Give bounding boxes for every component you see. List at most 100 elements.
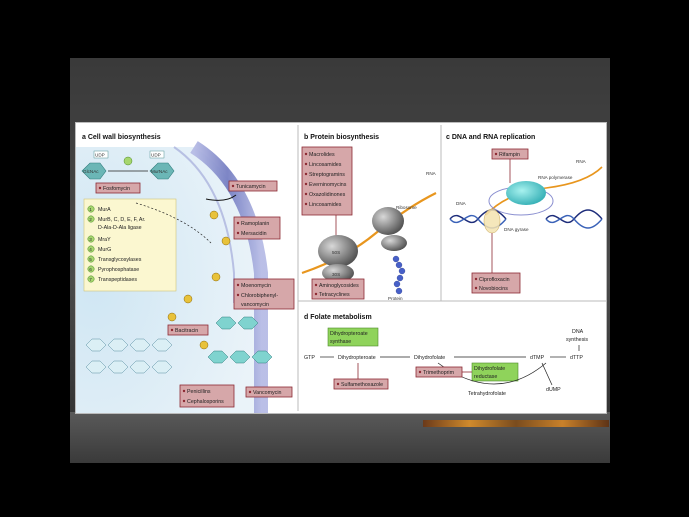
rna-transcript xyxy=(485,166,603,216)
enzyme-dhps: Dihydropteroate synthase xyxy=(327,327,379,347)
dna-gyrase xyxy=(483,208,501,234)
inhibitors-protein-top: Macrolides Lincosamides Streptogramins E… xyxy=(301,146,353,216)
udp-murnac: MurNAc UDP xyxy=(149,150,175,180)
figure-panel: a Cell wall biosynthesis 1 MurA 2 MurB, C,… xyxy=(75,122,607,414)
enzyme-dhfr: Dihydrofolate reductase xyxy=(471,362,519,382)
panel-c: c DNA and RNA replication Rifampin RNA R… xyxy=(446,134,603,294)
panel-c-title: c DNA and RNA replication xyxy=(446,134,535,141)
rna-label-c: RNA xyxy=(576,159,587,164)
svg-text:UDP: UDP xyxy=(95,153,105,158)
legend-box xyxy=(83,198,177,292)
inhibitor-sulfamethoxazole: Sulfamethoxazole xyxy=(333,378,389,390)
svg-text:MraY: MraY xyxy=(98,237,111,243)
metabolite-dihydropteroate: Dihydropteroate xyxy=(338,355,376,361)
metabolite-dump: dUMP xyxy=(546,387,561,393)
panel-b-title: b Protein biosynthesis xyxy=(304,134,379,141)
inhibitor-fosfomycin: Fosfomycin xyxy=(95,182,141,194)
svg-text:GlcNAc: GlcNAc xyxy=(83,169,99,174)
peptidoglycan-chain xyxy=(85,338,173,374)
figure-svg: a Cell wall biosynthesis 1 MurA 2 MurB, C,… xyxy=(76,125,606,413)
dna-synthesis-label: DNA xyxy=(572,329,584,335)
svg-text:Rifampin: Rifampin xyxy=(499,152,520,158)
svg-text:Cephalosporins: Cephalosporins xyxy=(187,399,224,405)
pathway-arrow xyxy=(541,362,553,386)
svg-text:Novobiocins: Novobiocins xyxy=(479,286,508,292)
legend-item: 1 MurA xyxy=(87,205,111,213)
panel-a-title: a Cell wall biosynthesis xyxy=(82,134,161,141)
metabolite-dtmp: dTMP xyxy=(530,355,545,361)
lipid-carrier xyxy=(205,194,237,201)
svg-text:Ramoplanin: Ramoplanin xyxy=(241,221,269,227)
inhibitor-trimethoprim: Trimethoprim xyxy=(415,366,463,378)
accent-strip xyxy=(423,420,609,427)
enzyme-legend: 1 MurA 2 MurB, C, D, E, F, Ar. D-Ala-D-Ala… xyxy=(87,205,145,283)
svg-text:Trimethoprim: Trimethoprim xyxy=(423,370,455,376)
inhibitor-penicillins-cephalosporins: Penicillins Cephalosporins xyxy=(179,384,235,408)
legend-item: 3 MraY xyxy=(87,235,111,243)
svg-text:3: 3 xyxy=(89,237,92,242)
svg-text:synthase: synthase xyxy=(330,339,351,345)
svg-text:MurNAc: MurNAc xyxy=(151,169,168,174)
svg-text:Macrolides: Macrolides xyxy=(309,152,335,158)
svg-text:Everninomycins: Everninomycins xyxy=(309,182,347,188)
panel-b: b Protein biosynthesis Macrolides Lincos… xyxy=(301,134,437,301)
panel-d-title: d Folate metabolism xyxy=(304,314,372,321)
svg-text:UDP: UDP xyxy=(151,153,161,158)
legend-item: 7 Transpeptidases xyxy=(87,275,137,283)
metabolite-dttp: dTTP xyxy=(570,355,583,361)
legend-item: D-Ala-D-Ala ligase xyxy=(98,225,142,231)
dna-strand xyxy=(545,209,603,224)
svg-text:Moenomycin: Moenomycin xyxy=(241,283,271,289)
cell-membrane xyxy=(190,141,268,413)
svg-text:Ciprofloxacin: Ciprofloxacin xyxy=(479,277,510,283)
svg-text:Streptogramins: Streptogramins xyxy=(309,172,345,178)
inhibitor-ramoplanin-mersacidin: Ramoplanin Mersacidin xyxy=(233,216,281,240)
svg-text:Tetracyclines: Tetracyclines xyxy=(319,292,350,298)
svg-text:MurB, C, D, E, F, Ar.: MurB, C, D, E, F, Ar. xyxy=(98,217,145,223)
metabolite-tetrahydrofolate: Tetrahydrofolate xyxy=(468,391,506,397)
svg-text:Transpeptidases: Transpeptidases xyxy=(98,277,137,283)
svg-text:Dihydropteroate: Dihydropteroate xyxy=(330,331,368,337)
svg-text:4: 4 xyxy=(89,247,92,252)
ribosome-1: 50S 30S xyxy=(318,235,358,282)
dna-synthesis-label: synthesis xyxy=(566,337,588,343)
svg-text:6: 6 xyxy=(89,267,92,272)
svg-text:Fosfomycin: Fosfomycin xyxy=(103,186,130,192)
svg-text:Oxazolidinones: Oxazolidinones xyxy=(309,192,346,198)
svg-text:Mersacidin: Mersacidin xyxy=(241,231,267,237)
svg-text:7: 7 xyxy=(89,277,92,282)
svg-text:Chlorobiphenyl-: Chlorobiphenyl- xyxy=(241,293,278,299)
ribosome-2 xyxy=(372,207,407,251)
transport-arrow xyxy=(135,202,212,244)
udp-glcnac: GlcNAc UDP xyxy=(81,150,109,180)
svg-text:50S: 50S xyxy=(332,250,340,255)
rna-label: RNA xyxy=(426,171,437,176)
rna-polymerase xyxy=(506,181,546,205)
svg-text:Vancomycin: Vancomycin xyxy=(253,390,282,396)
inhibitor-vancomycin: Vancomycin xyxy=(245,386,293,398)
svg-text:vancomycin: vancomycin xyxy=(241,302,269,308)
svg-text:2: 2 xyxy=(89,217,92,222)
svg-text:Lincosamides: Lincosamides xyxy=(309,202,342,208)
nascent-glycan-chain xyxy=(207,316,273,364)
panel-d: d Folate metabolism Dihydropteroate synt… xyxy=(304,314,588,397)
membrane-inner-line xyxy=(173,146,235,303)
dna-label: DNA xyxy=(456,201,467,206)
inhibitor-rifampin: Rifampin xyxy=(491,148,529,160)
svg-text:reductase: reductase xyxy=(474,374,497,380)
svg-text:1: 1 xyxy=(89,207,92,212)
svg-text:Pyrophosphatase: Pyrophosphatase xyxy=(98,267,139,273)
legend-item: 2 MurB, C, D, E, F, Ar. xyxy=(87,215,145,223)
metabolite-dihydrofolate: Dihydrofolate xyxy=(414,355,445,361)
legend-item: 6 Pyrophosphatase xyxy=(87,265,139,273)
protein-label: Protein xyxy=(388,296,403,301)
metabolite-gtp: GTP xyxy=(304,355,315,361)
inhibitors-dna: Ciprofloxacin Novobiocins xyxy=(471,272,521,294)
svg-text:MurA: MurA xyxy=(98,207,111,213)
svg-text:Bacitracin: Bacitracin xyxy=(175,328,198,334)
svg-text:Lincosamides: Lincosamides xyxy=(309,162,342,168)
dna-gyrase-label: DNA gyrase xyxy=(504,227,529,232)
dna-strand xyxy=(545,214,603,229)
rna-polymerase-label: RNA polymerase xyxy=(538,175,573,180)
